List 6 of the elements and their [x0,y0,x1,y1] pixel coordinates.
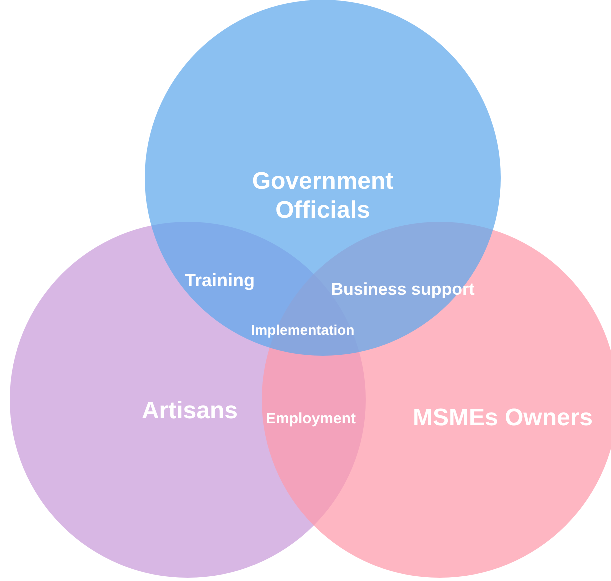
circle-title: Government Officials [251,167,395,225]
overlap-label: Training [185,270,255,292]
overlap-label: Employment [266,410,356,428]
circle-title: Artisans [140,396,240,426]
circle-title: MSMEs Owners [412,404,594,432]
overlap-label: Implementation [251,322,355,338]
